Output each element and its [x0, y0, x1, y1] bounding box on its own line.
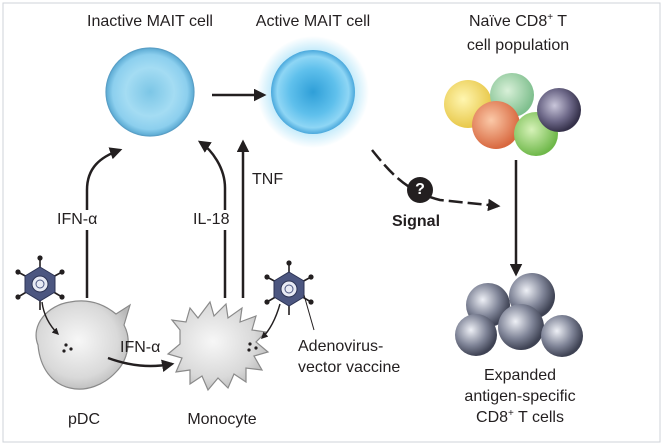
tnf-label: TNF — [252, 171, 284, 188]
pdc-label: pDC — [67, 411, 101, 428]
il18-label: IL-18 — [193, 210, 230, 230]
ifn-alpha-arrow-up — [85, 147, 123, 298]
ifn-alpha-label-left: IFN-α — [57, 210, 98, 230]
signal-arrow — [371, 149, 501, 212]
expanded-label-line1: Expanded — [483, 367, 557, 384]
adenovirus-label-line1: Adenovirus- — [298, 338, 384, 355]
adenovirus-particle-left — [15, 255, 65, 335]
adenovirus-particle-right — [261, 260, 315, 339]
naive-cd8-cell-cluster — [444, 73, 581, 156]
question-mark: ? — [415, 181, 425, 198]
naive-cd8-label-line2: cell population — [466, 37, 570, 54]
naive-cd8-label-line1: Naïve CD8+ T — [468, 12, 568, 31]
signal-label: Signal — [392, 213, 441, 230]
inactive-mait-label: Inactive MAIT cell — [87, 13, 213, 30]
pdc-cell — [35, 300, 132, 390]
expanded-label-line3: CD8+ T cells — [476, 408, 564, 427]
active-mait-cell — [257, 36, 369, 148]
inactive-mait-cell — [105, 47, 195, 137]
ifn-alpha-label-bottom: IFN-α — [120, 339, 161, 356]
monocyte-cell — [166, 300, 270, 392]
ifn-alpha-arrow-right — [107, 356, 175, 372]
il18-arrow — [197, 140, 227, 298]
adenovirus-label-line2: vector vaccine — [298, 359, 401, 376]
question-badge — [407, 177, 433, 203]
active-mait-label: Active MAIT cell — [255, 13, 371, 30]
expanded-cd8-cell-cluster — [455, 273, 583, 357]
monocyte-label: Monocyte — [187, 411, 257, 428]
expanded-label-line2: antigen-specific — [464, 388, 576, 405]
